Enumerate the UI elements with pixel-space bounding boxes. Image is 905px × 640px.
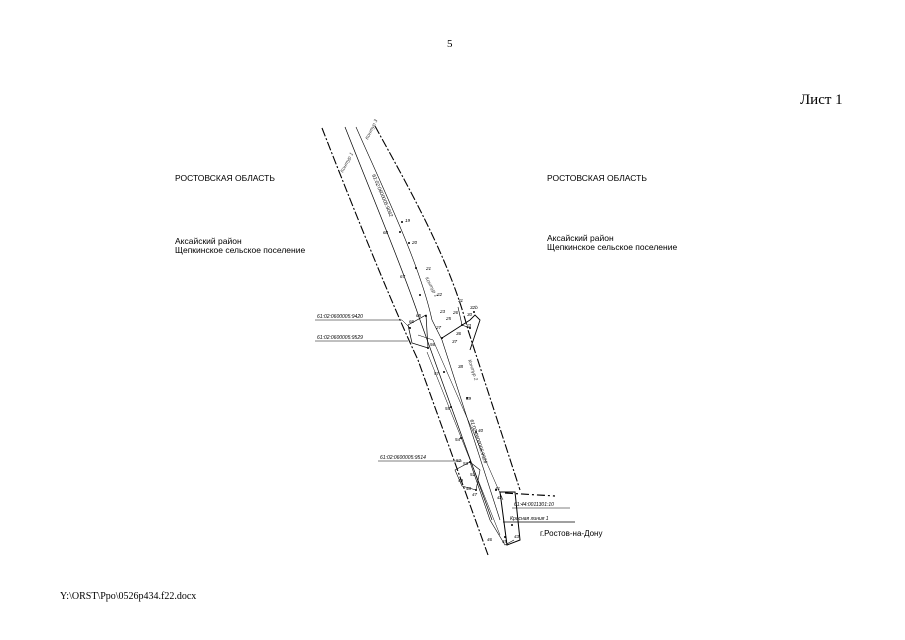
parcel-line-1 [344,126,493,521]
point-label-51: 51 [470,472,476,477]
parcel-line-4 [417,334,504,501]
map-mark-27 [461,324,463,326]
strip-label-lower: 61:02:0600005:9526 [468,419,488,465]
point-label-45: 45 [502,539,508,544]
cadastral-label-9514: 61:02:0600005:9514 [380,455,426,461]
map-mark-41 [399,231,401,233]
map-mark-21 [408,242,410,244]
leader-9420-b [401,319,411,329]
map-mark-40 [409,327,411,329]
point-label-31: 31 [458,298,464,303]
point-label-19: 19 [405,218,411,223]
parcel-line-6 [441,314,481,351]
point-label-54: 54 [455,437,461,442]
map-mark-38 [504,536,506,538]
map-mark-35 [469,461,471,463]
point-label-25: 25 [445,316,452,321]
page-number: 5 [447,38,453,50]
point-label-55: 55 [445,406,451,411]
point-label-47: 47 [472,492,478,497]
settlement-label-right: Щепкинское сельское поселение [547,242,678,252]
point-markers [399,221,513,538]
cadastral-label-city: 61:44:0011301:10 [514,502,554,508]
point-label-37: 37 [452,339,458,344]
map-mark-23 [419,294,421,296]
boundary-line-east [374,125,521,491]
map-mark-26 [441,337,443,339]
footer-file-path: Y:\ORST\Ppo\0526p434.f22.docx [60,591,197,602]
map-mark-34 [475,431,477,433]
point-label-46: 46 [487,537,493,542]
point-label-30: 30 [467,312,473,317]
point-label-38: 38 [458,364,464,369]
map-mark-24 [425,315,427,317]
map-mark-39 [511,524,513,526]
point-label-26: 26 [452,310,459,315]
map-mark-20 [401,221,403,223]
district-label-right: Аксайский район [547,233,614,243]
point-label-48: 48 [466,486,472,491]
parcel-line-9 [454,461,481,491]
map-mark-28 [473,311,475,313]
contour-label-1-upper: Контур 1 [339,152,355,174]
region-label-right-oblast: РОСТОВСКАЯ ОБЛАСТЬ [547,173,647,183]
parcel-line-5 [426,351,501,536]
sheet-label: Лист 1 [800,92,843,108]
point-label-65: 65 [416,313,422,318]
district-label-left: Аксайский район [175,236,242,246]
point-label-21: 21 [425,266,432,271]
strip-label-upper: 61:02:0600005:9062 [370,173,394,218]
point-label-49: 49 [458,478,464,483]
map-mark-37 [495,489,497,491]
cadastral-label-9529: 61:02:0600005:9529 [317,335,363,341]
point-label-36: 36 [456,331,462,336]
region-label-left-oblast: РОСТОВСКАЯ ОБЛАСТЬ [175,173,275,183]
map-mark-33 [460,437,462,439]
point-label-66: 66 [409,319,415,324]
map-mark-32 [450,406,452,408]
point-label-57: 57 [434,371,440,376]
point-label-27: 27 [435,325,442,330]
red-line-label: Красная линия 1 [510,516,549,522]
city-boundary-hatch [499,491,521,546]
point-label-33: 33 [466,323,472,328]
point-label-53: 53 [463,461,469,466]
point-label-23: 23 [439,309,446,314]
map-mark-31 [466,397,468,399]
point-label-56: 56 [430,342,436,347]
contour-label-2: Контур 2 [466,359,479,382]
map-mark-22 [415,267,417,269]
point-label-20: 20 [411,240,418,245]
map-mark-36 [475,489,477,491]
point-label-32: 32b [470,305,478,310]
settlement-label-left: Щепкинское сельское поселение [175,245,306,255]
point-label-41: 41 [495,486,501,491]
city-label: г.Ростов-на-Дону [540,529,602,538]
map-mark-25 [427,347,429,349]
city-boundary-dash [504,492,556,497]
parcel-line-10 [469,461,515,546]
point-label-67: 67 [400,274,406,279]
cadastral-label-9420: 61:02:0600005:9420 [317,314,363,320]
point-label-22: 22 [436,292,443,297]
point-label-43: 43 [514,534,520,539]
point-label-52: 52 [456,458,462,463]
point-label-68: 68 [383,230,389,235]
map-mark-30 [443,371,445,373]
point-label-39: 39 [466,396,472,401]
point-label-40: 40 [478,428,484,433]
map-mark-29 [469,327,471,329]
parcel-line-2 [355,126,433,321]
point-label-42: 42 [497,495,503,500]
parcel-line-3 [431,319,501,521]
boundary-line-west [321,127,489,556]
